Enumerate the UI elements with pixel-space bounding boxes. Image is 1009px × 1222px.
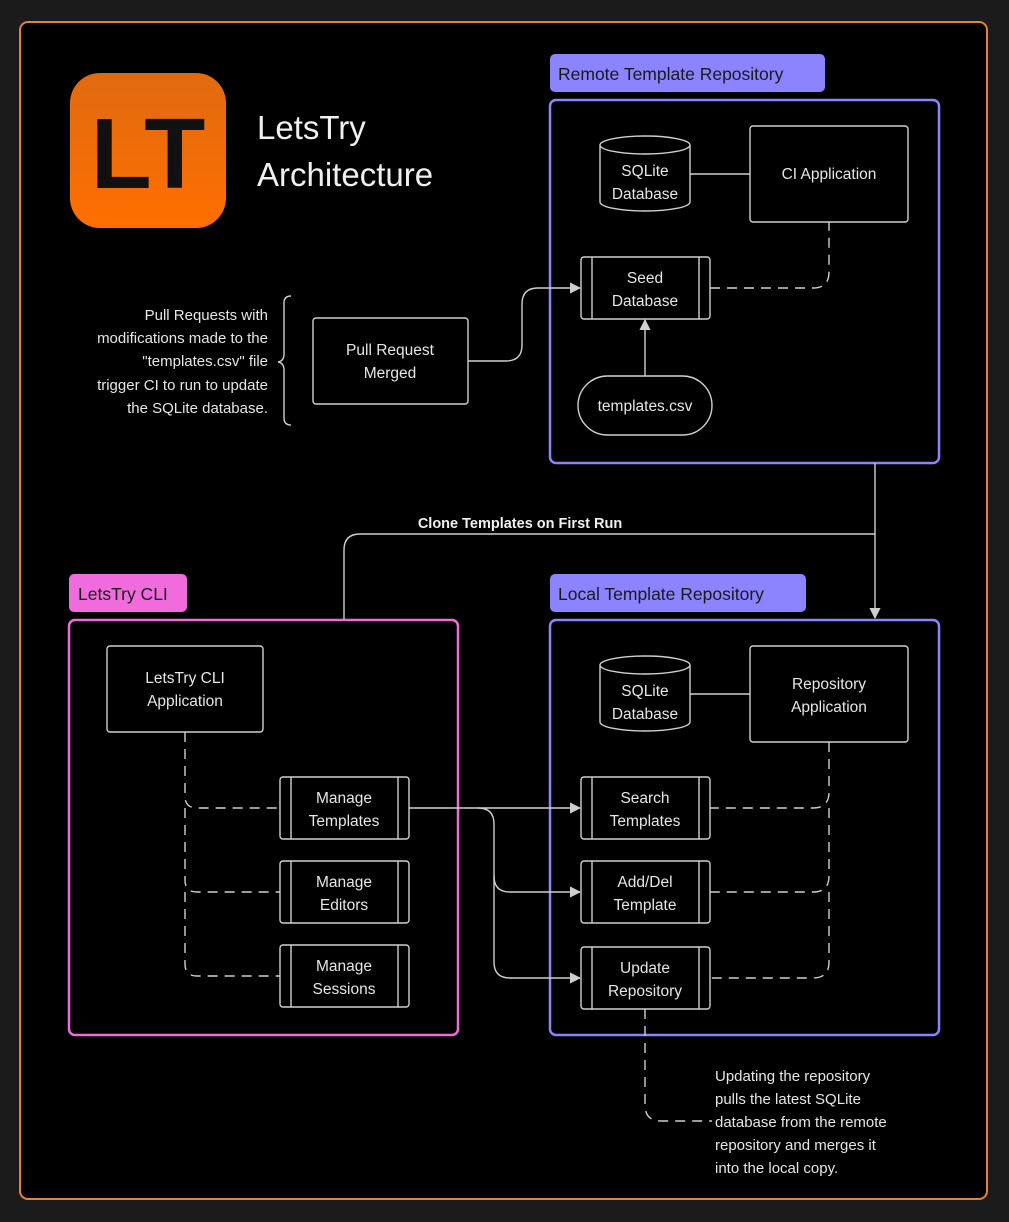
svg-text:trigger CI to run to update: trigger CI to run to update	[97, 377, 268, 394]
svg-text:Database: Database	[612, 706, 678, 723]
svg-text:Editors: Editors	[320, 897, 368, 914]
letstry-logo: LT	[70, 73, 226, 228]
svg-text:Updating the repository: Updating the repository	[715, 1068, 871, 1085]
svg-text:pulls the latest SQLite: pulls the latest SQLite	[715, 1091, 861, 1108]
svg-text:Add/Del: Add/Del	[617, 874, 672, 891]
templates-csv-file: templates.csv	[577, 375, 713, 436]
svg-text:Sessions: Sessions	[313, 981, 376, 998]
remote-repository-tag	[550, 54, 825, 92]
update-repository-process: Update Repository	[580, 946, 711, 1010]
svg-text:Update: Update	[620, 960, 670, 977]
svg-text:Merged: Merged	[364, 365, 417, 382]
add-del-template-process: Add/Del Template	[580, 860, 711, 924]
svg-text:into the local copy.: into the local copy.	[715, 1160, 838, 1177]
svg-text:Manage: Manage	[316, 874, 372, 891]
local-sqlite-database: SQLite Database	[599, 655, 691, 732]
svg-text:Seed: Seed	[627, 270, 663, 287]
local-repository-tag	[550, 574, 806, 612]
manage-editors-process: Manage Editors	[279, 860, 410, 924]
svg-text:CI Application: CI Application	[782, 166, 877, 183]
svg-text:templates.csv: templates.csv	[598, 398, 693, 415]
pull-request-note: Pull Requests with modifications made to…	[97, 295, 292, 426]
svg-text:Application: Application	[147, 693, 223, 710]
local-repository-label: Local Template Repository	[558, 584, 764, 604]
svg-text:Repository: Repository	[608, 983, 682, 1000]
svg-text:Templates: Templates	[610, 813, 681, 830]
cli-application: LetsTry CLI Application	[106, 645, 264, 733]
cli-label: LetsTry CLI	[78, 584, 168, 604]
svg-text:SQLite: SQLite	[621, 683, 668, 700]
remote-sqlite-database: SQLite Database	[599, 135, 691, 212]
remote-repository-label: Remote Template Repository	[558, 64, 784, 84]
repository-application: Repository Application	[749, 645, 909, 743]
page-title-line2: Architecture	[257, 156, 433, 193]
manage-templates-process: Manage Templates	[279, 776, 410, 840]
cli-tag	[69, 574, 187, 612]
svg-text:Templates: Templates	[309, 813, 380, 830]
svg-text:SQLite: SQLite	[621, 163, 668, 180]
clone-templates-edge-label: Clone Templates on First Run	[418, 516, 622, 532]
svg-text:modifications made to the: modifications made to the	[97, 330, 268, 347]
svg-text:the SQLite database.: the SQLite database.	[127, 400, 268, 417]
svg-text:Database: Database	[612, 186, 678, 203]
svg-text:Pull Request: Pull Request	[346, 342, 435, 359]
svg-text:LetsTry CLI: LetsTry CLI	[145, 670, 225, 687]
svg-text:Database: Database	[612, 293, 678, 310]
ci-application: CI Application	[749, 125, 909, 223]
svg-text:Manage: Manage	[316, 958, 372, 975]
svg-text:LT: LT	[91, 98, 206, 210]
seed-database-process: Seed Database	[580, 256, 711, 320]
svg-text:database from the remote: database from the remote	[715, 1114, 887, 1131]
svg-text:Search: Search	[620, 790, 669, 807]
svg-text:Template: Template	[614, 897, 677, 914]
update-repository-note: Updating the repository pulls the latest…	[715, 1068, 887, 1177]
svg-text:Application: Application	[791, 699, 867, 716]
svg-text:Repository: Repository	[792, 676, 866, 693]
svg-text:repository and merges it: repository and merges it	[715, 1137, 877, 1154]
manage-sessions-process: Manage Sessions	[279, 944, 410, 1008]
svg-text:"templates.csv" file: "templates.csv" file	[142, 353, 268, 370]
search-templates-process: Search Templates	[580, 776, 711, 840]
page-title-line1: LetsTry	[257, 109, 366, 146]
pull-request-merged: Pull Request Merged	[312, 317, 469, 405]
svg-text:Pull Requests with: Pull Requests with	[145, 307, 268, 324]
svg-text:Manage: Manage	[316, 790, 372, 807]
